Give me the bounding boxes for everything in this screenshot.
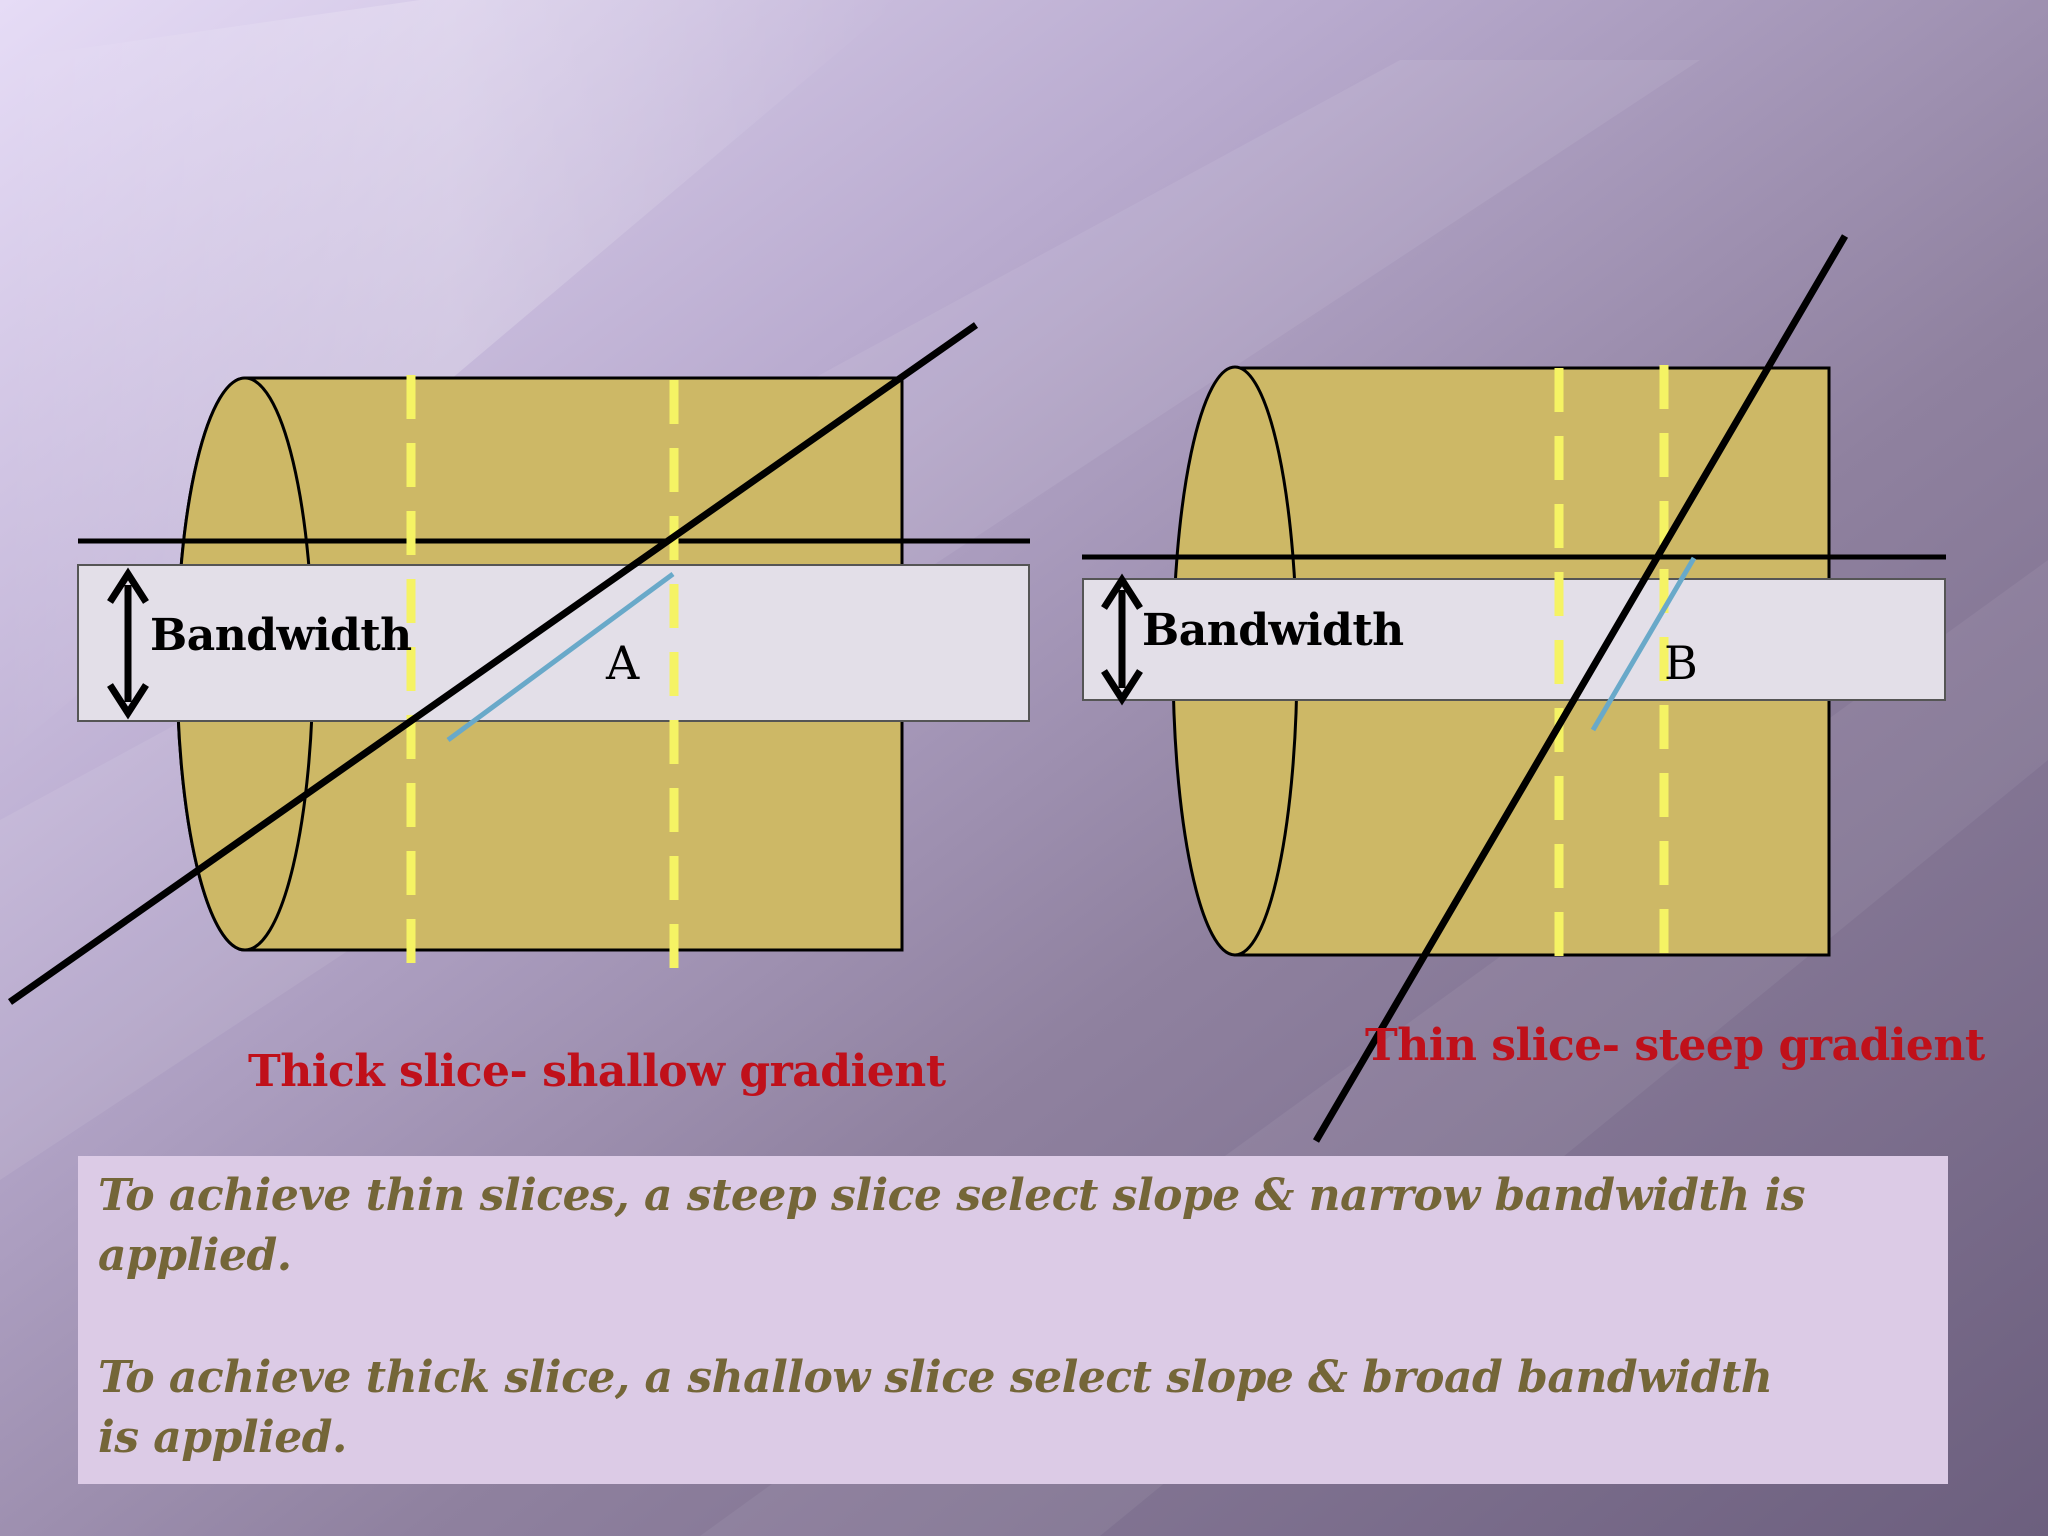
right-bandwidth-label: Bandwidth bbox=[1142, 605, 1404, 656]
right-gradient-line bbox=[1312, 234, 1849, 1143]
left-point-label: A bbox=[606, 636, 640, 690]
left-bandwidth-band bbox=[77, 564, 1030, 722]
note-box: To achieve thin slices, a steep slice se… bbox=[78, 1156, 1948, 1484]
right-caption: Thin slice- steep gradient bbox=[1365, 1020, 1985, 1071]
right-point-label: B bbox=[1664, 636, 1698, 690]
note-thick-slice: To achieve thick slice, a shallow slice … bbox=[98, 1352, 1773, 1463]
right-bandwidth-band bbox=[1082, 578, 1946, 701]
right-bandwidth-arrow bbox=[1101, 573, 1143, 706]
right-diagram bbox=[1082, 234, 1946, 1143]
note-thin-slice: To achieve thin slices, a steep slice se… bbox=[98, 1170, 1806, 1281]
left-bandwidth-arrow bbox=[107, 567, 149, 720]
right-slice-segment bbox=[1590, 556, 1697, 732]
left-bandwidth-label: Bandwidth bbox=[150, 610, 412, 661]
left-gradient-line bbox=[7, 322, 979, 1005]
left-caption: Thick slice- shallow gradient bbox=[248, 1046, 946, 1097]
left-slice-segment bbox=[446, 571, 675, 743]
left-diagram bbox=[7, 322, 1030, 1005]
